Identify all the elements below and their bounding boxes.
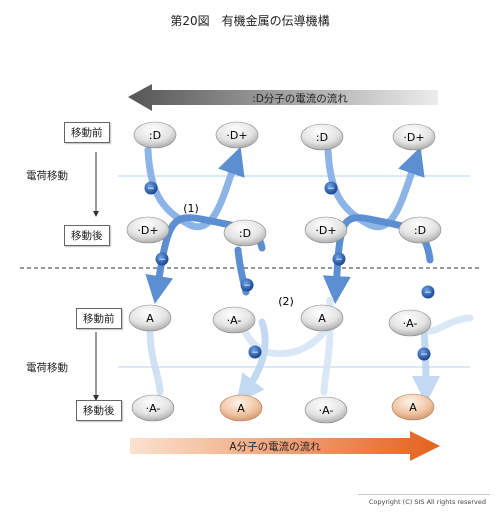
molecule: ·D+ <box>126 216 170 244</box>
copyright-text: Copyright (C) SIS All rights reserved <box>368 498 486 506</box>
figure-title: 第20図 有機金属の伝導機構 <box>170 14 330 28</box>
d-row-before: :D ·D+ :D ·D+ <box>133 121 436 151</box>
molecule-label: ·D+ <box>315 224 336 237</box>
footer-divider <box>358 494 490 495</box>
a-row-before: A ·A- A ·A- <box>128 304 432 337</box>
a-current-arrow-label: A分子の電流の流れ <box>229 440 321 453</box>
molecule: A <box>219 394 263 422</box>
molecule: :D <box>133 121 177 149</box>
molecule: A <box>300 304 344 332</box>
molecule-label: :D <box>239 227 251 240</box>
electron-icon: − <box>248 345 262 359</box>
electron-icon: − <box>144 181 158 195</box>
d-transfer-ribbons <box>144 146 434 304</box>
molecule-label: ·A- <box>403 317 418 330</box>
label-charge-move-upper: 電荷移動 <box>26 170 68 182</box>
label-before-move-upper: 移動前 <box>64 122 110 143</box>
molecule: ·D+ <box>392 123 436 151</box>
svg-text:−: − <box>251 348 259 358</box>
svg-text:−: − <box>243 281 251 291</box>
svg-text:−: − <box>158 255 166 265</box>
a-row-after: ·A- A ·A- A <box>131 393 435 424</box>
molecule-label: A <box>146 312 154 325</box>
molecule-label: :D <box>149 129 161 142</box>
d-row-after: ·D+ :D ·D+ :D <box>126 216 442 247</box>
electron-icon: − <box>240 278 254 292</box>
electron-icon: − <box>332 252 346 266</box>
label-before-move-lower: 移動前 <box>76 308 122 329</box>
molecule: A <box>391 393 435 421</box>
svg-text:−: − <box>147 184 155 194</box>
molecule: ·D+ <box>215 121 259 149</box>
molecule: ·A- <box>212 306 256 334</box>
molecule-label: :D <box>414 224 426 237</box>
electron-icon: − <box>324 181 338 195</box>
electron-icon: − <box>155 252 169 266</box>
electron-icon: − <box>417 347 431 361</box>
molecule: ·A- <box>131 394 175 422</box>
molecule-label: ·D+ <box>226 129 247 142</box>
molecule-label: A <box>237 402 245 415</box>
a-current-arrow <box>130 431 440 461</box>
molecule: ·D+ <box>304 216 348 244</box>
process-label-2: (2) <box>278 295 294 308</box>
svg-text:−: − <box>420 350 428 360</box>
electrons: − − − − − − − − <box>144 181 435 361</box>
molecule-label: A <box>318 312 326 325</box>
label-charge-move-lower: 電荷移動 <box>26 362 68 374</box>
molecule: A <box>128 304 172 332</box>
molecule: :D <box>398 216 442 244</box>
molecule-label: A <box>409 401 417 414</box>
svg-text:−: − <box>327 184 335 194</box>
molecule-label: ·A- <box>319 404 334 417</box>
molecule-label: ·D+ <box>403 131 424 144</box>
molecule: :D <box>300 123 344 151</box>
d-current-arrow <box>128 84 438 111</box>
molecule-label: ·A- <box>146 402 161 415</box>
electron-icon: − <box>421 285 435 299</box>
label-after-move-upper: 移動後 <box>64 225 110 246</box>
process-label-1: (1) <box>183 202 199 215</box>
molecule: ·A- <box>388 309 432 337</box>
svg-text:−: − <box>424 288 432 298</box>
label-after-move-lower: 移動後 <box>76 400 122 421</box>
molecule-label: ·A- <box>227 314 242 327</box>
molecule: ·A- <box>304 396 348 424</box>
molecule-label: ·D+ <box>137 224 158 237</box>
molecule: :D <box>223 219 267 247</box>
molecule-label: :D <box>316 131 328 144</box>
d-current-arrow-label: :D分子の電流の流れ <box>252 92 348 105</box>
svg-text:−: − <box>335 255 343 265</box>
